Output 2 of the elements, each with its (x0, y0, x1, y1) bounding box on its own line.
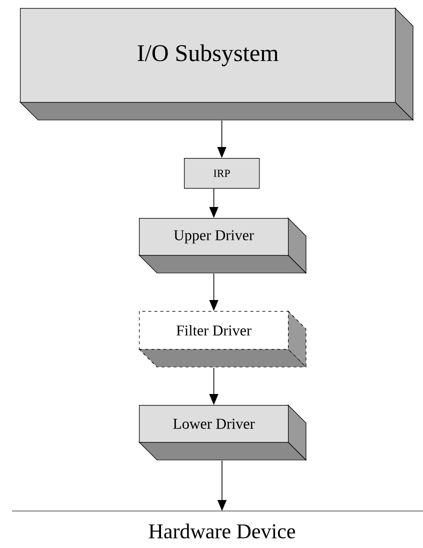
packet-box: IRP (184, 158, 260, 189)
device-label: Hardware Device (148, 524, 296, 538)
